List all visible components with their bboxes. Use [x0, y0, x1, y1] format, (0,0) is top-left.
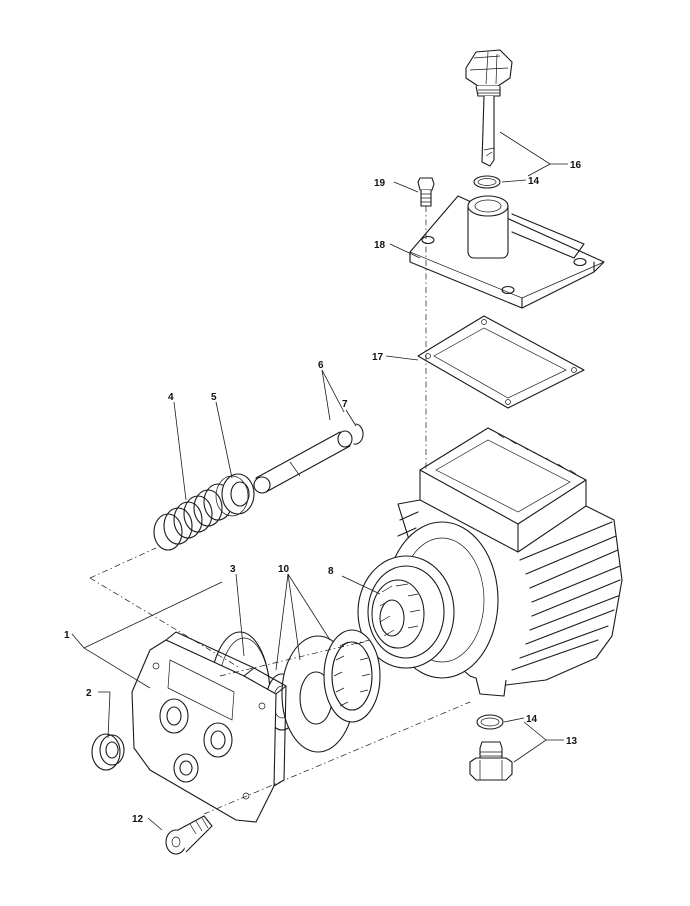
part-washer: [215, 473, 255, 517]
callout-16: 16: [570, 160, 582, 171]
callout-18: 18: [374, 240, 386, 251]
callout-14-bottom: 14: [526, 714, 538, 725]
callout-7: 7: [342, 399, 348, 410]
callout-8: 8: [328, 566, 334, 577]
part-circlip: [353, 423, 364, 445]
callout-13: 13: [566, 736, 578, 747]
callout-3: 3: [230, 564, 236, 575]
callout-4: 4: [168, 392, 174, 403]
leader-lines: [71, 131, 568, 831]
part-end-plate: [131, 631, 287, 823]
part-bearing-set: [265, 629, 381, 753]
callout-1: 1: [64, 630, 70, 641]
callout-14-top: 14: [528, 176, 540, 187]
part-front-bearing: [357, 555, 455, 669]
callout-10: 10: [278, 564, 290, 575]
part-drain-plug: [469, 741, 513, 781]
callout-12: 12: [132, 814, 144, 825]
part-top-cover: [409, 195, 605, 309]
part-piston-shaft: [253, 430, 353, 494]
part-o-ring-top: [473, 175, 501, 189]
callout-2: 2: [86, 688, 92, 699]
callout-6: 6: [318, 360, 324, 371]
part-bushing: [91, 733, 125, 771]
part-spring: [153, 483, 233, 551]
callout-19: 19: [374, 178, 386, 189]
callout-5: 5: [211, 392, 217, 403]
part-o-ring-bottom: [476, 714, 504, 730]
part-gasket: [417, 315, 585, 409]
callout-labels: 1 2 3 4 5 6 7 8 10 12 13 14 14 16 17 18 …: [64, 160, 582, 825]
part-cover-screw: [417, 177, 435, 207]
assembly-centerlines: [89, 206, 471, 815]
part-socket-bolt: [165, 815, 213, 855]
part-dipstick-cap: [465, 49, 513, 167]
callout-17: 17: [372, 352, 384, 363]
